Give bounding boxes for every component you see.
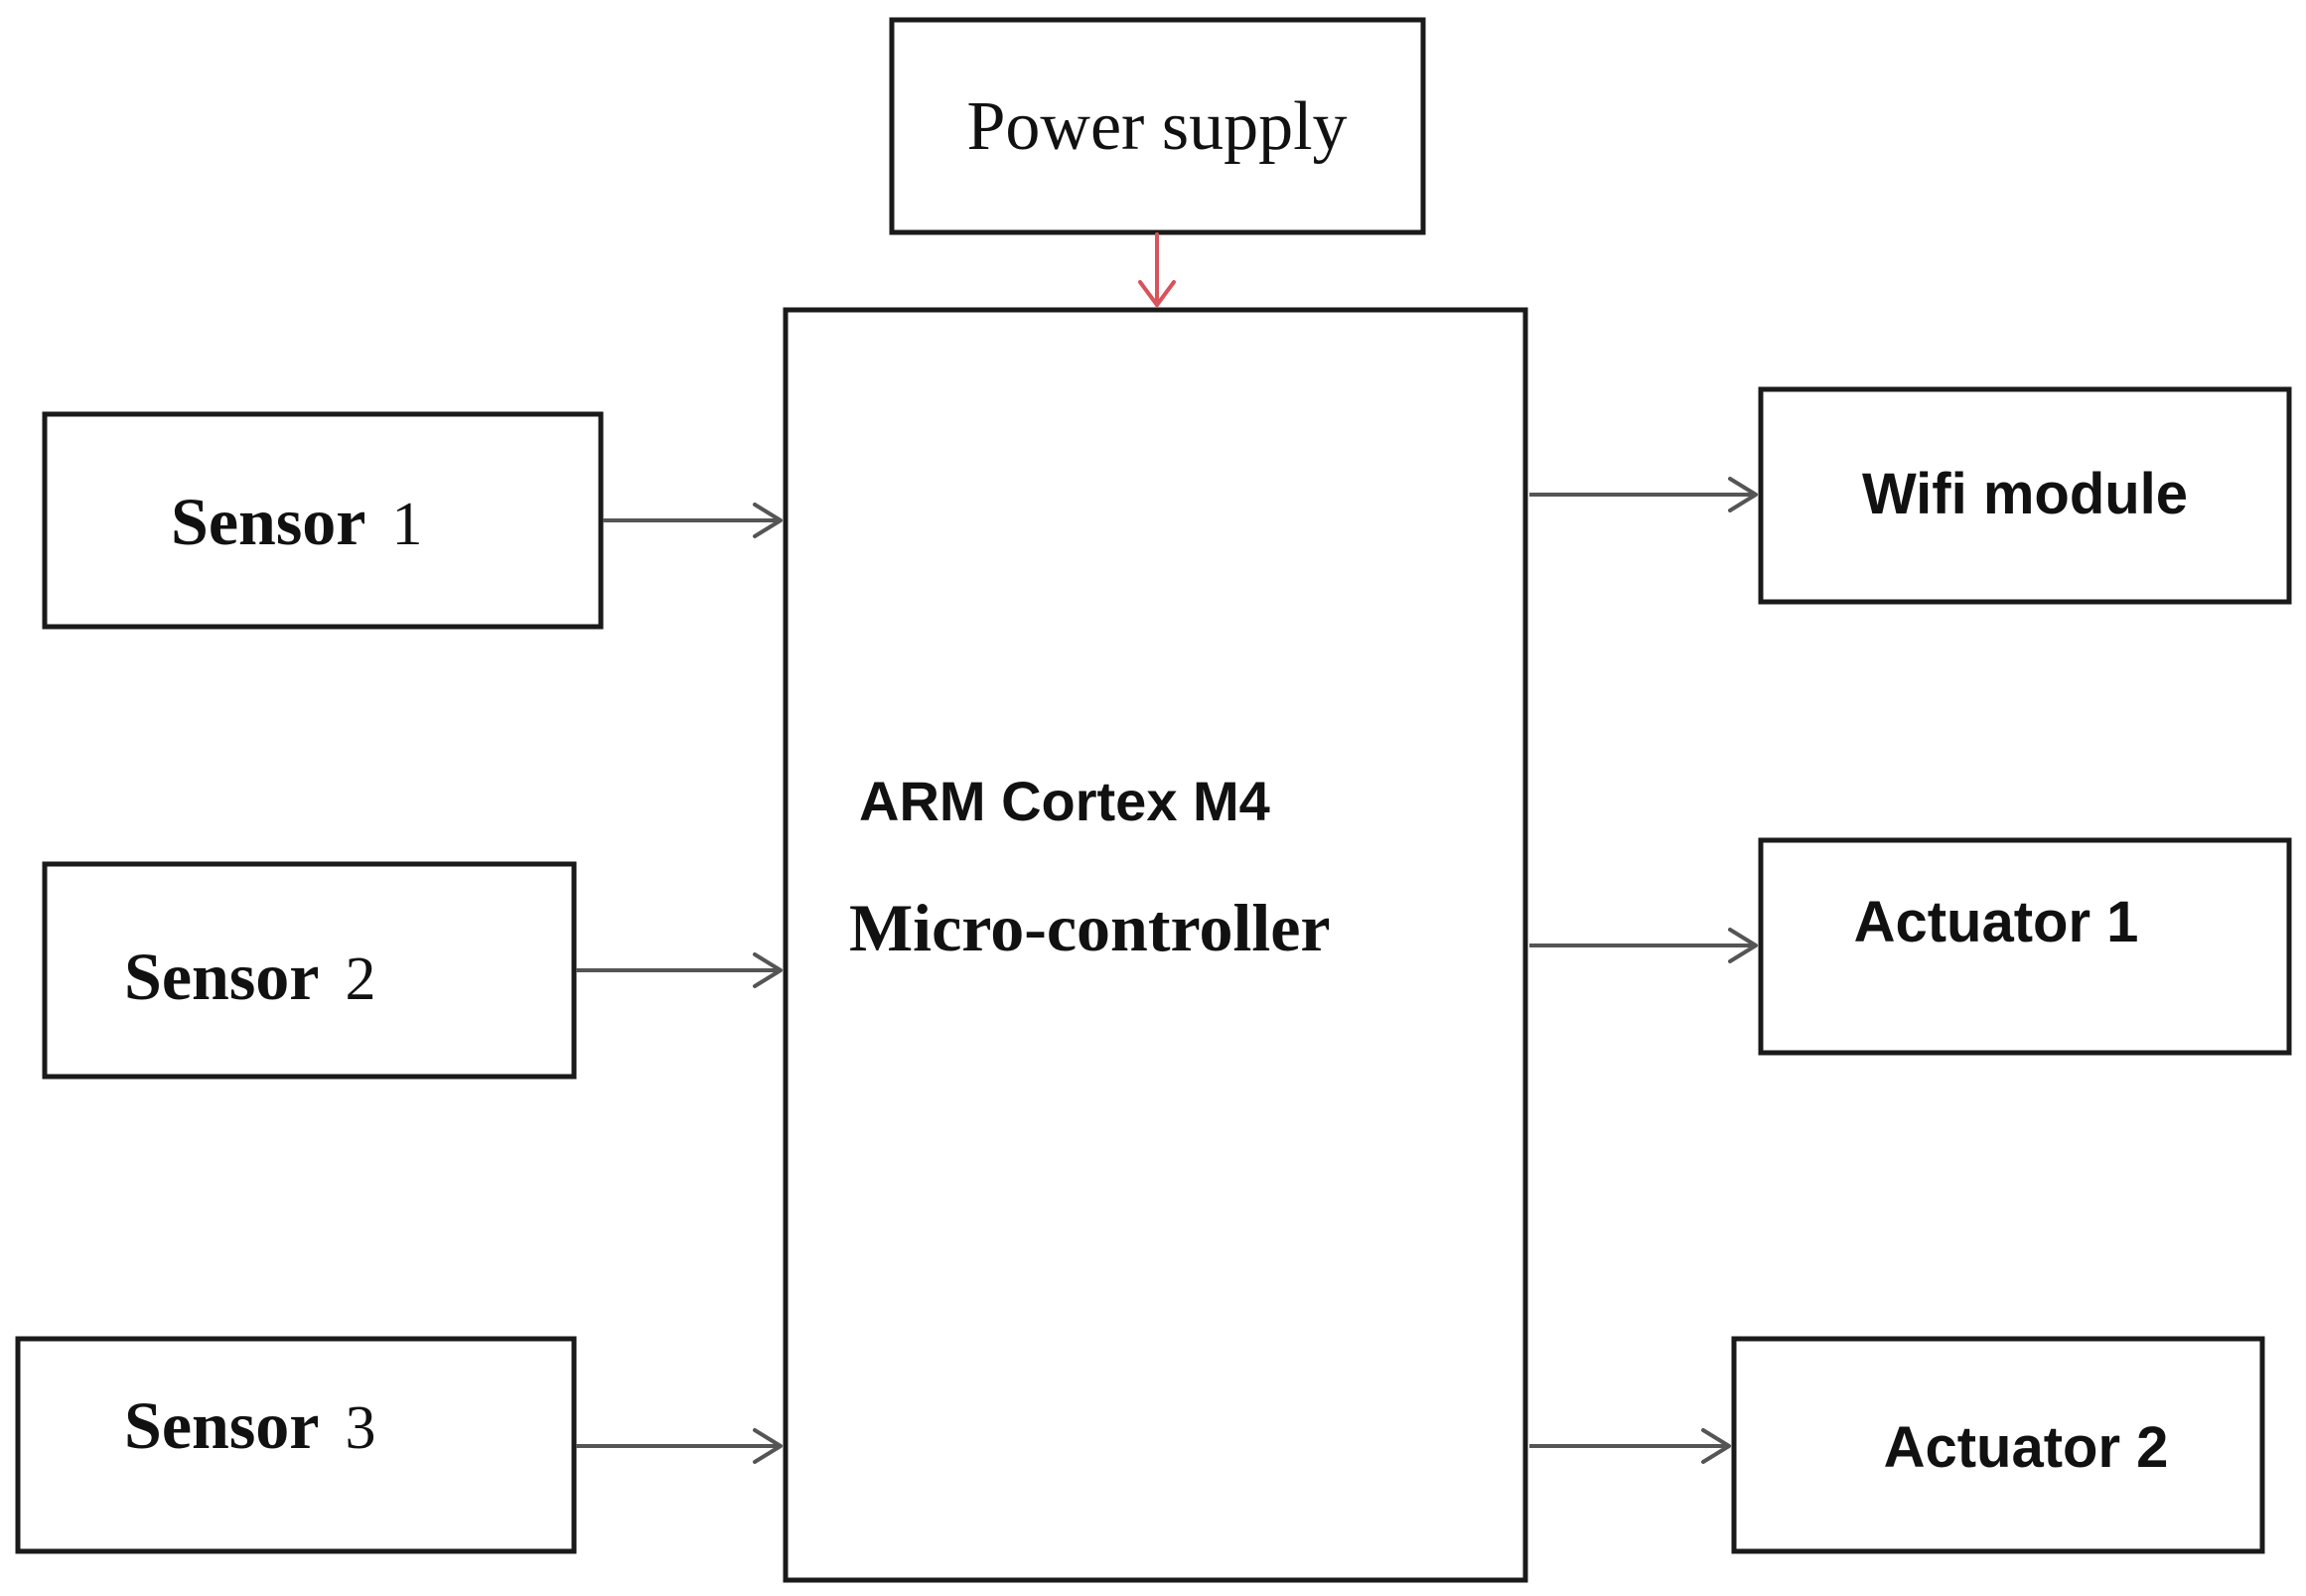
sensor-2-number: 2 xyxy=(345,945,375,1013)
actuator-1-label: Actuator 1 xyxy=(1854,890,2139,954)
sensor-2-node: Sensor 2 xyxy=(42,861,577,1080)
arrow-sensor-1-head xyxy=(753,503,783,538)
power-arrow-head xyxy=(1138,280,1176,307)
sensor-1-label: Sensor 1 xyxy=(171,484,422,559)
sensor-1-number: 1 xyxy=(391,491,422,558)
wifi-module-box xyxy=(1758,386,2292,605)
arrow-sensor-3-to-controller xyxy=(576,1428,783,1464)
sensor-2-label: Sensor 2 xyxy=(124,939,375,1014)
sensor-1-node: Sensor 1 xyxy=(42,411,604,630)
arrow-controller-to-actuator-2 xyxy=(1529,1428,1731,1464)
sensor-3-box xyxy=(15,1336,577,1554)
power-arrow xyxy=(1138,232,1176,307)
arrow-controller-to-wifi xyxy=(1529,477,1758,512)
actuator-2-label: Actuator 2 xyxy=(1884,1415,2169,1480)
microcontroller-label-line1: ARM Cortex M4 xyxy=(859,770,1270,832)
sensor-3-label: Sensor 3 xyxy=(124,1387,375,1463)
power-supply-node: Power supply xyxy=(889,17,1426,235)
sensor-3-node: Sensor 3 xyxy=(15,1336,577,1554)
actuator-1-node: Actuator 1 xyxy=(1758,837,2292,1056)
arrow-actuator-1-head xyxy=(1728,928,1758,963)
arrow-actuator-2-head xyxy=(1701,1428,1731,1464)
sensor-2-box xyxy=(42,861,577,1080)
wifi-module-node: Wifi module xyxy=(1758,386,2292,605)
sensor-2-name: Sensor xyxy=(124,939,319,1014)
arrow-sensor-1-to-controller xyxy=(603,503,783,538)
arrow-wifi-head xyxy=(1728,477,1758,512)
sensor-1-box xyxy=(42,411,604,630)
actuator-1-box xyxy=(1758,837,2292,1056)
power-supply-label: Power supply xyxy=(966,88,1347,165)
wifi-module-label: Wifi module xyxy=(1862,462,2188,526)
microcontroller-node: ARM Cortex M4 Micro-controller xyxy=(783,307,1528,1583)
arrow-sensor-3-head xyxy=(753,1428,783,1464)
arrow-sensor-2-to-controller xyxy=(576,952,783,988)
sensor-3-number: 3 xyxy=(345,1394,375,1462)
microcontroller-box xyxy=(783,307,1528,1583)
actuator-2-node: Actuator 2 xyxy=(1731,1336,2265,1554)
sensor-3-name: Sensor xyxy=(124,1387,319,1463)
arrow-sensor-2-head xyxy=(753,952,783,988)
arrow-controller-to-actuator-1 xyxy=(1529,928,1758,963)
actuator-2-box xyxy=(1731,1336,2265,1554)
microcontroller-label-line2: Micro-controller xyxy=(849,890,1331,965)
sensor-1-name: Sensor xyxy=(171,484,365,559)
power-supply-box xyxy=(889,17,1426,235)
